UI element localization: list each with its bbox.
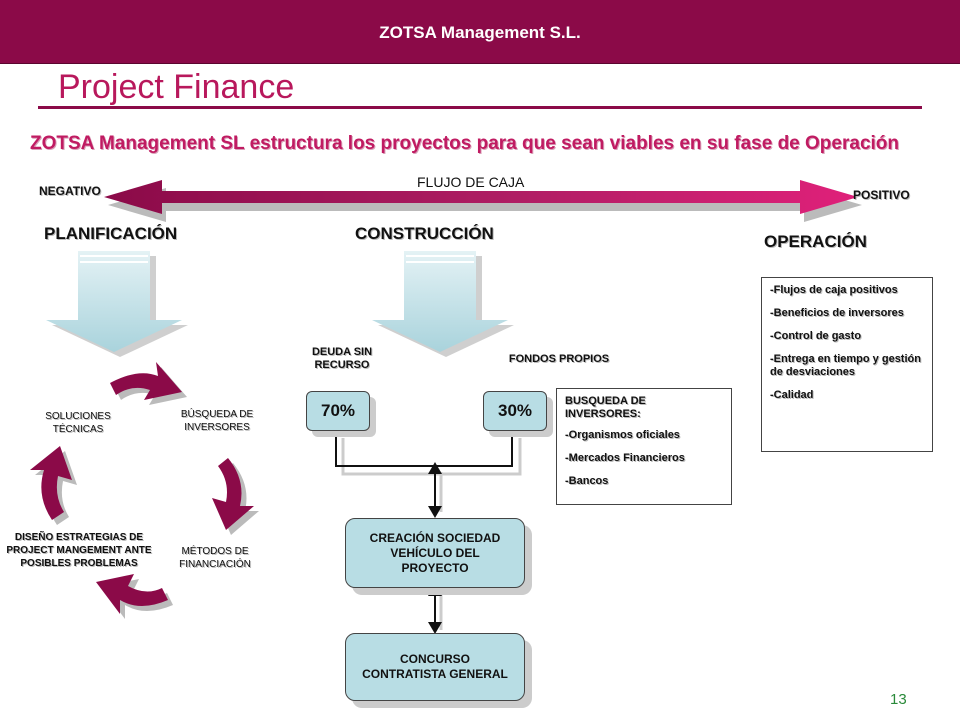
investors-list-item: -Organismos oficiales [565, 429, 680, 441]
investors-list-item: -Bancos [565, 475, 609, 487]
slide-subtitle: ZOTSA Management SL estructura los proye… [30, 133, 899, 154]
flow-label: FLUJO DE CAJA [417, 174, 525, 190]
cycle-arrow-bottom [96, 574, 173, 619]
stage-operation: OPERACIÓN [764, 232, 867, 251]
cycle-label-investors: BÚSQUEDA DE INVERSORES [180, 409, 254, 433]
planning-down-arrow [46, 251, 188, 357]
equity-label: FONDOS PROPIOS [508, 353, 610, 365]
header-banner: ZOTSA Management S.L. [0, 0, 960, 64]
cycle-arrow-left [30, 446, 77, 525]
investors-list-heading: BUSQUEDA DE INVERSORES: [565, 395, 646, 420]
vehicle-link-arrow [428, 462, 443, 518]
contractor-link-arrow [428, 584, 443, 634]
equity-percent-box: 30% [483, 391, 547, 431]
operation-list-box: -Flujos de caja positivos -Beneficios de… [761, 277, 933, 452]
title-divider [38, 106, 922, 109]
vehicle-company-box: CREACIÓN SOCIEDAD VEHÍCULO DEL PROYECTO [345, 518, 525, 588]
page-number: 13 [890, 691, 907, 708]
cycle-arrow-top [110, 362, 187, 405]
stage-construction: CONSTRUCCIÓN [355, 224, 494, 243]
operation-list-item: -Flujos de caja positivos [770, 284, 898, 296]
company-name: ZOTSA Management S.L. [379, 23, 581, 42]
cycle-arrow-right [212, 458, 259, 535]
flow-positive-label: POSITIVO [853, 188, 910, 202]
operation-list-item: -Beneficios de inversores [770, 307, 904, 319]
cycle-label-financing: MÉTODOS DE FINANCIACIÓN [179, 546, 251, 570]
debt-label: DEUDA SIN RECURSO [311, 346, 373, 371]
flow-negative-label: NEGATIVO [39, 184, 101, 198]
operation-list-item: -Control de gasto [770, 330, 862, 342]
cash-flow-arrow [104, 180, 862, 222]
cycle-label-strategy: DISEÑO ESTRATEGIAS DE PROJECT MANGEMENT … [6, 532, 152, 569]
page-title: Project Finance [58, 68, 295, 106]
stage-planning: PLANIFICACIÓN [44, 224, 178, 243]
operation-list-item: -Calidad [770, 389, 814, 401]
investors-list-item: -Mercados Financieros [565, 452, 685, 464]
contractor-box: CONCURSO CONTRATISTA GENERAL [345, 633, 525, 701]
construction-down-arrow [372, 251, 514, 357]
operation-list-item: -Entrega en tiempo y gestión de desviaci… [770, 353, 921, 378]
debt-percent-box: 70% [306, 391, 370, 431]
funding-connectors [335, 432, 522, 476]
investors-list-box: BUSQUEDA DE INVERSORES: -Organismos ofic… [556, 388, 732, 505]
cycle-label-technical: SOLUCIONES TÉCNICAS [45, 411, 111, 435]
